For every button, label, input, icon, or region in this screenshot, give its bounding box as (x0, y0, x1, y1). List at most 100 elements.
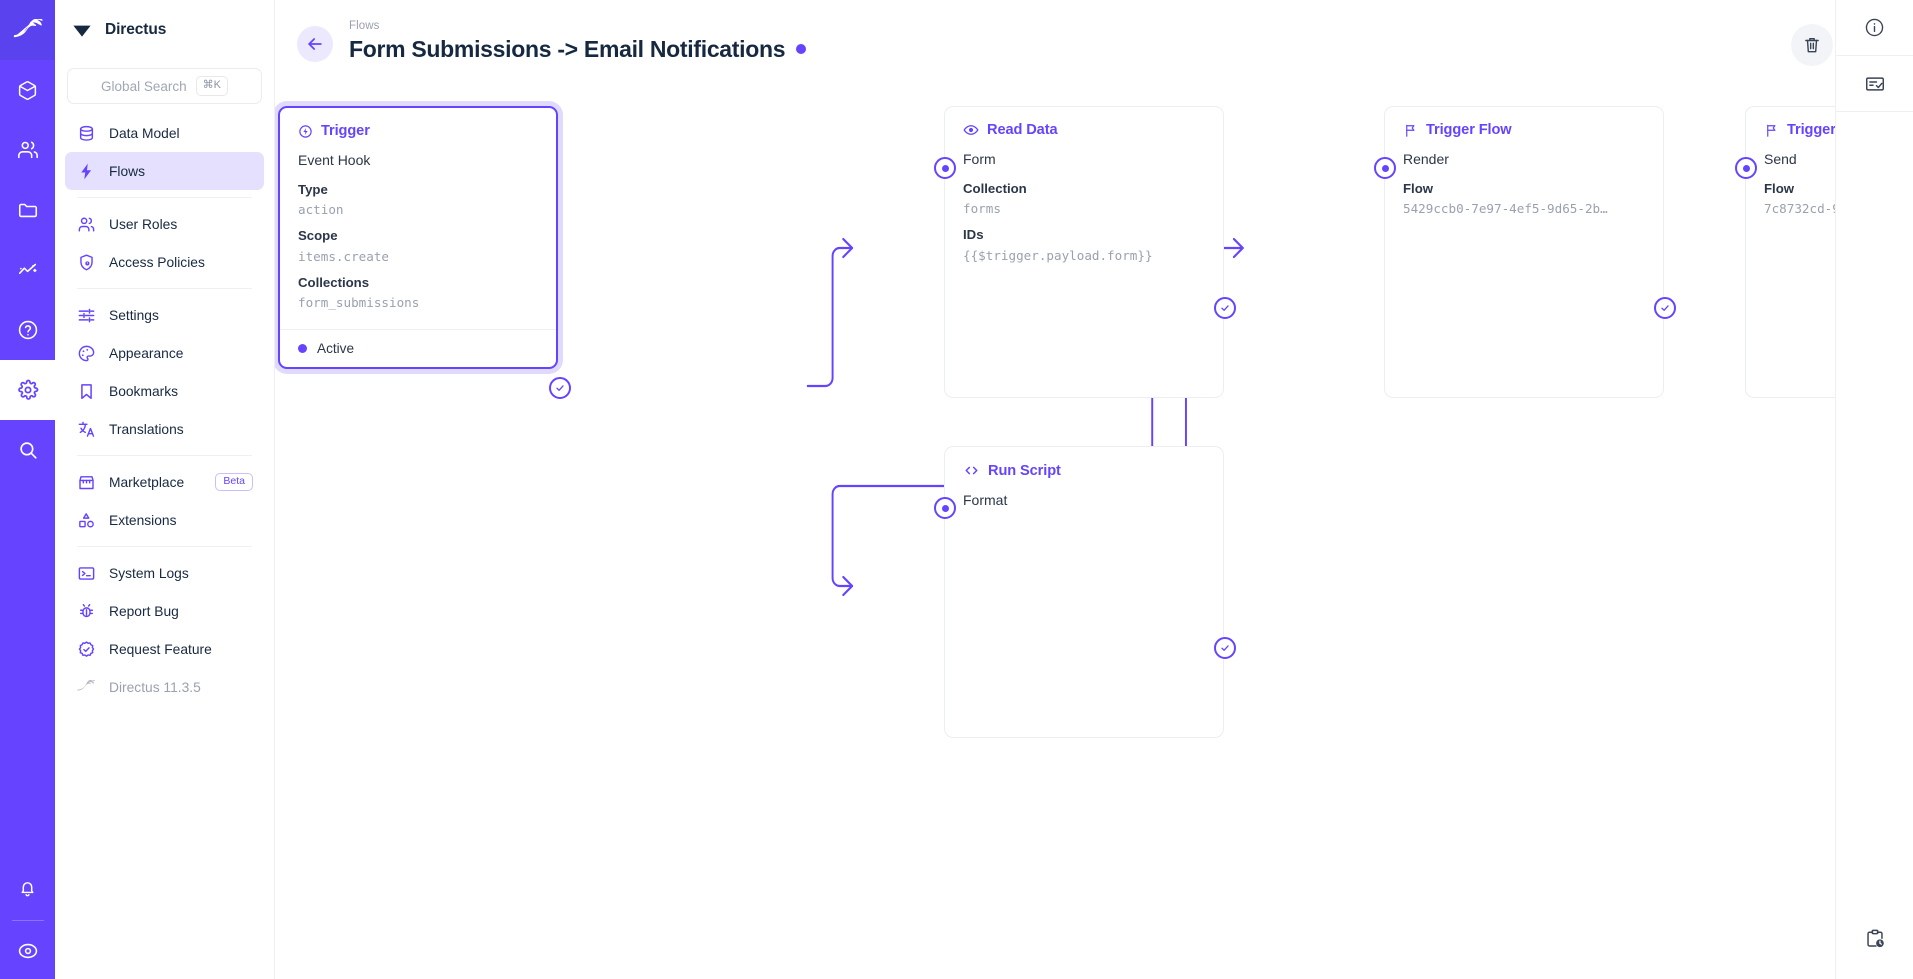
node-type-label: Trigger Flow (1787, 122, 1835, 138)
sidebar-item-appearance[interactable]: Appearance (65, 334, 264, 372)
help-icon[interactable] (0, 300, 55, 360)
node-type-header: Trigger Flow (1385, 107, 1663, 142)
flow-node-run-script[interactable]: Run Script Format (934, 446, 1236, 738)
sidebar-item-report-bug[interactable]: Report Bug (65, 592, 264, 630)
page-header: Flows Form Submissions -> Email Notifica… (275, 0, 1913, 78)
bookmark-icon (76, 381, 96, 401)
node-output-port[interactable] (1214, 297, 1236, 319)
node-name: Render (1403, 151, 1449, 167)
sidebar-item-translations[interactable]: Translations (65, 410, 264, 448)
sidebar-divider (77, 197, 252, 198)
sidebar-item-label: Access Policies (109, 254, 205, 270)
flow-node-trigger-flow-send[interactable]: Trigger Flow Send Flow 7c8732cd-9d9e-44b… (1735, 106, 1835, 398)
bug-icon (76, 601, 96, 621)
page-title: Form Submissions -> Email Notifications (349, 35, 786, 62)
directus-rabbit-icon (76, 677, 96, 697)
flow-node-trigger-flow-render[interactable]: Trigger Flow Render Flow 5429ccb0-7e97-4… (1374, 106, 1676, 398)
node-name: Format (963, 492, 1008, 508)
sidebar-divider (77, 288, 252, 289)
eye-icon (963, 122, 979, 138)
flow-node-read-data[interactable]: Read Data Form Collection forms IDs {{$t… (934, 106, 1236, 398)
box-icon[interactable] (0, 60, 55, 120)
field-value: 5429ccb0-7e97-4ef5-9d65-2b… (1403, 201, 1608, 217)
title-row: Form Submissions -> Email Notifications (349, 35, 807, 63)
field-value: {{$trigger.payload.form}} (963, 247, 1153, 263)
sidebar-item-settings[interactable]: Settings (65, 296, 264, 334)
translate-icon (76, 419, 96, 439)
node-body: Event Hook Type action Scope items.creat… (280, 143, 556, 329)
sidebar-item-label: Appearance (109, 345, 184, 361)
directus-logo-icon[interactable] (0, 0, 55, 60)
node-body: Form Collection forms IDs {{$trigger.pay… (945, 142, 1223, 282)
settings-sidebar: Directus Global Search ⌘K Data Model (55, 0, 275, 979)
sidebar-item-label: System Logs (109, 565, 189, 581)
field-key: Flow (1764, 180, 1795, 196)
sidebar-header: Directus (55, 0, 274, 60)
node-output-port[interactable] (549, 377, 571, 399)
insights-icon[interactable] (0, 240, 55, 300)
sidebar-item-marketplace[interactable]: Marketplace Beta (65, 463, 264, 501)
extensions-icon (76, 510, 96, 530)
gear-icon[interactable] (0, 360, 55, 420)
back-button[interactable] (297, 26, 333, 62)
field-value: form_submissions (298, 295, 420, 311)
search-placeholder: Global Search (101, 78, 187, 94)
flow-canvas[interactable]: Trigger Event Hook Type action Scope ite… (275, 78, 1835, 979)
sidebar-item-system-logs[interactable]: System Logs (65, 554, 264, 592)
field-key: IDs (963, 227, 984, 243)
code-icon (963, 462, 980, 479)
rail-divider (11, 920, 44, 921)
right-rail-divider (1835, 55, 1913, 56)
node-output-port[interactable] (1654, 297, 1676, 319)
palette-icon (76, 343, 96, 363)
right-rail-divider (1835, 111, 1913, 112)
node-type-header: Read Data (945, 107, 1223, 142)
node-name: Event Hook (298, 152, 371, 168)
sidebar-item-label: Translations (109, 421, 184, 437)
node-name: Send (1764, 151, 1797, 167)
sidebar-brand-label: Directus (105, 21, 167, 38)
account-icon[interactable] (0, 923, 55, 979)
search-input[interactable]: Global Search ⌘K (67, 68, 262, 104)
sidebar-item-access-policies[interactable]: Access Policies (65, 243, 264, 281)
users-icon[interactable] (0, 120, 55, 180)
node-input-port[interactable] (934, 157, 956, 179)
folder-icon[interactable] (0, 180, 55, 240)
sidebar-item-data-model[interactable]: Data Model (65, 114, 264, 152)
port-dot-icon (1381, 164, 1389, 172)
sidebar-item-request-feature[interactable]: Request Feature (65, 630, 264, 668)
node-input-port[interactable] (1374, 157, 1396, 179)
bell-icon[interactable] (0, 858, 55, 918)
global-search-wrap: Global Search ⌘K (55, 60, 274, 114)
field-value: items.create (298, 248, 389, 264)
sidebar-item-bookmarks[interactable]: Bookmarks (65, 372, 264, 410)
field-value: action (298, 202, 344, 218)
check-badge-icon (76, 639, 96, 659)
breadcrumb[interactable]: Flows (349, 20, 380, 32)
info-icon[interactable] (1836, 0, 1913, 55)
shield-lock-icon (76, 252, 96, 272)
sidebar-item-user-roles[interactable]: User Roles (65, 205, 264, 243)
sidebar-item-flows[interactable]: Flows (65, 152, 264, 190)
delete-flow-button[interactable] (1791, 24, 1833, 66)
clipboard-clock-icon[interactable] (1836, 899, 1913, 979)
node-status-label: Active (317, 341, 355, 357)
node-body: Render Flow 5429ccb0-7e97-4ef5-9d65-2b… (1385, 142, 1663, 235)
logs-icon[interactable] (1836, 56, 1913, 111)
status-dot-icon (298, 344, 307, 354)
sidebar-divider (77, 455, 252, 456)
flow-node-trigger[interactable]: Trigger Event Hook Type action Scope ite… (278, 106, 571, 399)
flag-icon (1403, 123, 1418, 138)
search-icon[interactable] (0, 420, 55, 480)
sidebar-item-version: Directus 11.3.5 (65, 668, 264, 706)
sidebar-item-extensions[interactable]: Extensions (65, 501, 264, 539)
flag-icon (1764, 123, 1779, 138)
node-type-label: Trigger (321, 123, 370, 139)
terminal-icon (76, 563, 96, 583)
node-input-port[interactable] (1735, 157, 1757, 179)
field-key: Collection (963, 180, 1027, 196)
title-block: Flows Form Submissions -> Email Notifica… (349, 19, 807, 63)
node-input-port[interactable] (934, 497, 956, 519)
sidebar-item-label: Extensions (109, 512, 177, 528)
node-output-port[interactable] (1214, 637, 1236, 659)
